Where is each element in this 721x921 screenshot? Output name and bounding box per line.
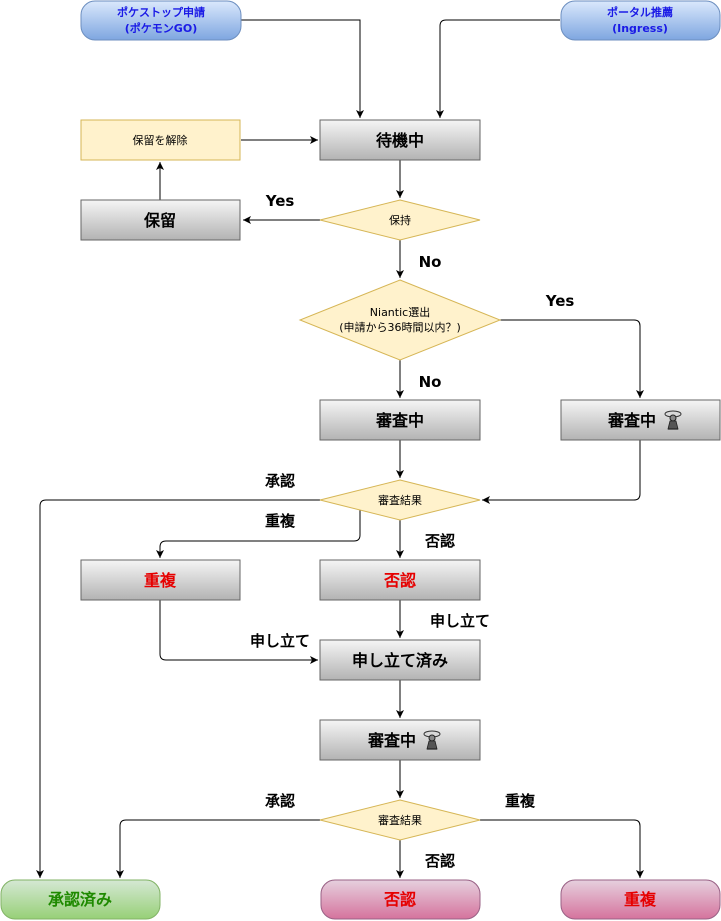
end-rejected-label: 否認 — [383, 890, 416, 909]
start-pokestop-line1: ポケストップ申請 — [117, 5, 205, 19]
node-release-hold[interactable]: 保留を解除 — [80, 119, 241, 161]
start-pokestop-line2: (ポケモンGO) — [125, 21, 197, 35]
reviewing-niantic-label: 審査中 — [607, 411, 656, 430]
reviewing-1-label: 審査中 — [375, 411, 424, 430]
decision-niantic-line2: (申請から36時間以内？) — [339, 320, 461, 334]
label-result2-duplicate: 重複 — [505, 792, 536, 810]
edge-result2-approve — [116, 819, 320, 878]
edge-result1-approve — [36, 499, 320, 878]
hold-label: 保留 — [143, 211, 176, 230]
start-portal-line1: ポータル推薦 — [607, 5, 673, 19]
decision-result-1[interactable]: 審査結果 — [319, 479, 481, 521]
start-portal-line2: (Ingress) — [612, 22, 668, 35]
duplicate-1-label: 重複 — [144, 571, 177, 590]
decision-hold-label: 保持 — [389, 213, 411, 227]
label-niantic-yes: Yes — [545, 292, 575, 310]
edge-pokestop-to-waiting — [241, 19, 364, 118]
decision-hold[interactable]: 保持 — [319, 199, 481, 241]
label-dup-appeal: 申し立て — [250, 632, 310, 650]
edge-portal-to-waiting — [436, 19, 560, 118]
label-result1-duplicate: 重複 — [265, 512, 296, 530]
end-node-approved[interactable]: 承認済み — [0, 879, 161, 920]
edge-niantic-yes — [500, 319, 644, 398]
decision-niantic[interactable]: Niantic選出 (申請から36時間以内？) — [298, 279, 502, 361]
node-appealed[interactable]: 申し立て済み — [319, 639, 481, 681]
decision-result-2[interactable]: 審査結果 — [319, 799, 481, 841]
edge-result1-duplicate — [156, 510, 361, 558]
decision-niantic-line1: Niantic選出 — [370, 305, 430, 319]
waiting-label: 待機中 — [376, 131, 424, 150]
start-node-portal[interactable]: ポータル推薦 (Ingress) — [560, 0, 721, 41]
decision-result-2-label: 審査結果 — [378, 813, 422, 827]
node-rejected-1[interactable]: 否認 — [319, 559, 481, 601]
node-reviewing-1[interactable]: 審査中 — [319, 399, 481, 441]
end-duplicate-label: 重複 — [624, 890, 657, 909]
end-node-rejected[interactable]: 否認 — [320, 879, 481, 920]
decision-result-1-label: 審査結果 — [378, 493, 422, 507]
edge-niantic-review-to-result1 — [482, 440, 641, 504]
reviewing-2-label: 審査中 — [367, 731, 416, 750]
appealed-label: 申し立て済み — [352, 651, 448, 670]
label-result1-approve: 承認 — [265, 472, 295, 490]
node-duplicate-1[interactable]: 重複 — [80, 559, 241, 601]
label-rej-appeal: 申し立て — [430, 612, 490, 630]
release-hold-label: 保留を解除 — [133, 133, 188, 147]
end-node-duplicate[interactable]: 重複 — [560, 879, 721, 920]
end-approved-label: 承認済み — [48, 890, 112, 909]
label-hold-yes: Yes — [265, 192, 295, 210]
rejected-1-label: 否認 — [383, 571, 416, 590]
edge-dup-appeal — [159, 600, 318, 664]
label-niantic-no: No — [419, 373, 442, 391]
label-result1-reject: 否認 — [424, 532, 455, 550]
label-result2-reject: 否認 — [424, 852, 455, 870]
label-result2-approve: 承認 — [265, 792, 295, 810]
edge-result2-duplicate — [480, 819, 644, 878]
node-waiting[interactable]: 待機中 — [319, 119, 481, 161]
node-reviewing-niantic[interactable]: 審査中 — [560, 399, 721, 441]
start-node-pokestop[interactable]: ポケストップ申請 (ポケモンGO) — [80, 0, 242, 41]
node-hold[interactable]: 保留 — [80, 199, 241, 241]
label-hold-no: No — [419, 253, 442, 271]
node-reviewing-2[interactable]: 審査中 — [319, 719, 481, 761]
